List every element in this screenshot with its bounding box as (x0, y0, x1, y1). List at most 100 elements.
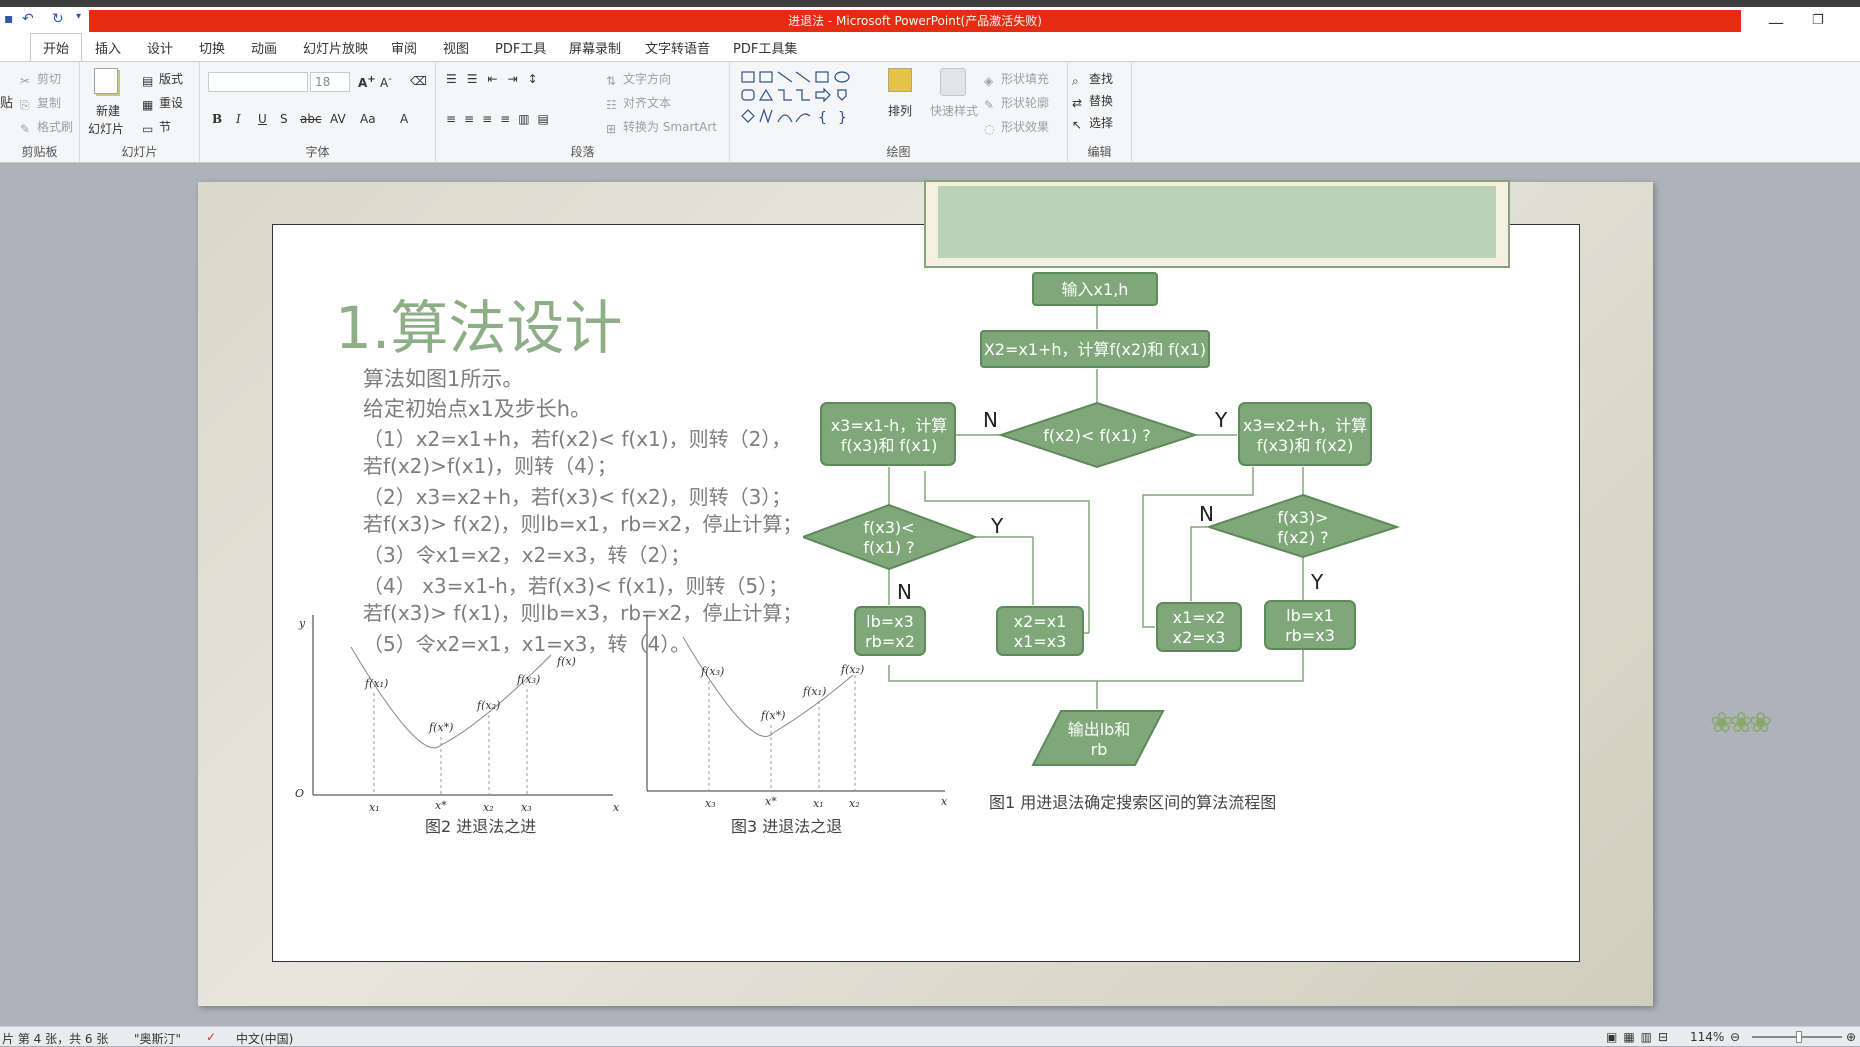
flow-input-node[interactable] (1032, 272, 1158, 306)
tab-home[interactable]: 开始 (30, 33, 83, 61)
font-size-select[interactable]: 18 (310, 72, 350, 92)
case-button[interactable]: Aa (360, 112, 376, 126)
tab-transitions[interactable]: 切换 (199, 42, 226, 57)
top-decoration (924, 180, 1510, 268)
group-slides: 新建 幻灯片 ▤版式 ▦重设 ▭节 幻灯片 (80, 62, 200, 162)
replace-button[interactable]: ⇄替换 (1072, 94, 1114, 110)
flow-step1-node[interactable] (980, 330, 1210, 368)
undo-icon[interactable]: ↶ (22, 11, 34, 27)
shapes-gallery[interactable]: {} (738, 68, 866, 128)
shadow-button[interactable]: S (280, 112, 288, 126)
flow-left-box[interactable] (820, 402, 956, 466)
copy-button[interactable]: ⎘复制 (20, 96, 62, 112)
select-button[interactable]: ↖选择 (1072, 116, 1114, 132)
slide-line-5[interactable]: （2）x3=x2+h，若f(x3)< f(x2)，则转（3）； (363, 485, 792, 509)
tab-review[interactable]: 审阅 (391, 42, 418, 57)
zoom-slider-thumb[interactable] (1796, 1031, 1802, 1043)
strike-button[interactable]: abc (300, 112, 322, 126)
new-slide-label1[interactable]: 新建 (96, 104, 121, 118)
slide-line-8[interactable]: （4） x3=x1-h，若f(x3)< f(x1)，则转（5）； (363, 574, 789, 598)
tab-screen-record[interactable]: 屏幕录制 (569, 42, 622, 57)
underline-button[interactable]: U (258, 112, 267, 126)
slide-line-6[interactable]: 若f(x3)> f(x2)，则lb=x1，rb=x2，停止计算； (363, 512, 803, 536)
zoom-in-button[interactable]: ⊕ (1846, 1030, 1857, 1044)
tab-pdf-tools[interactable]: PDF工具 (495, 42, 547, 57)
font-color-button[interactable]: A (400, 112, 409, 126)
tab-insert[interactable]: 插入 (95, 42, 122, 57)
slide-content-area[interactable]: 1.算法设计 算法如图1所示。 给定初始点x1及步长h。 （1）x2=x1+h，… (272, 224, 1580, 962)
bold-button[interactable]: B (212, 112, 223, 126)
find-button[interactable]: ⌕查找 (1072, 72, 1114, 88)
cut-button[interactable]: ✂剪切 (20, 72, 62, 88)
slide-line-1[interactable]: 算法如图1所示。 (363, 367, 524, 391)
list-buttons[interactable]: ☰☰⇤⇥↕ (446, 72, 548, 86)
slide-canvas[interactable]: 1.算法设计 算法如图1所示。 给定初始点x1及步长h。 （1）x2=x1+h，… (198, 180, 1653, 1006)
smartart-button[interactable]: ⊞转换为 SmartArt (606, 120, 717, 136)
reset-button[interactable]: ▦重设 (142, 96, 184, 112)
slide-line-3[interactable]: （1）x2=x1+h，若f(x2)< f(x1)，则转（2）， (363, 427, 792, 451)
flow-decision-left[interactable] (803, 503, 978, 571)
fig1-caption[interactable]: 图1 用进退法确定搜索区间的算法流程图 (989, 793, 1277, 812)
flow-decision-right[interactable] (1205, 493, 1401, 559)
figure-2[interactable]: y O x f(x₁) f(x*) f(x₂) f(x₃) f(x) x₁ x*… (281, 615, 641, 815)
view-buttons[interactable]: ▣▦▥⊟ (1606, 1030, 1675, 1044)
slide-title[interactable]: 1.算法设计 (335, 294, 623, 362)
align-buttons[interactable]: ≡≡≡≡▥▤ (446, 112, 557, 126)
customize-icon[interactable]: ▾ (76, 11, 82, 22)
shape-fill-button[interactable]: ◈形状填充 (984, 72, 1050, 88)
tab-animations[interactable]: 动画 (251, 42, 278, 57)
fig3-x2: x₂ (849, 797, 860, 810)
font-family-select[interactable] (208, 72, 308, 92)
tab-slideshow[interactable]: 幻灯片放映 (303, 42, 369, 57)
paste-button[interactable]: 贴 (0, 96, 14, 111)
shrink-font-icon[interactable]: A- (380, 74, 392, 90)
grow-font-icon[interactable]: A+ (358, 74, 376, 90)
arrange-button[interactable]: 排列 (888, 104, 913, 118)
flowchart[interactable]: 输入x1,h X2=x1+h，计算f(x2)和 f(x1) f(x2)< f(x… (803, 265, 1413, 785)
fig3-caption[interactable]: 图3 进退法之退 (731, 817, 843, 836)
flow-box-lb-x3[interactable] (854, 606, 926, 656)
slide-line-10[interactable]: （5）令x2=x1，x1=x3，转（4）。 (363, 632, 691, 656)
slide-line-2[interactable]: 给定初始点x1及步长h。 (363, 397, 592, 421)
fig2-caption[interactable]: 图2 进退法之进 (425, 817, 537, 836)
zoom-out-button[interactable]: ⊖ (1730, 1030, 1741, 1044)
quick-style-button[interactable]: 快速样式 (930, 104, 979, 118)
slide-line-9[interactable]: 若f(x3)> f(x1)，则lb=x3，rb=x2，停止计算； (363, 601, 803, 625)
spellcheck-icon[interactable]: ✓ (206, 1030, 217, 1044)
theme-name: "奥斯汀" (134, 1032, 182, 1046)
tab-view[interactable]: 视图 (443, 42, 470, 57)
flow-box-x2x1[interactable] (996, 606, 1084, 656)
slide-workspace[interactable]: 1.算法设计 算法如图1所示。 给定初始点x1及步长h。 （1）x2=x1+h，… (0, 164, 1860, 1026)
language[interactable]: 中文(中国) (236, 1032, 294, 1046)
minimize-button[interactable]: — (1768, 13, 1784, 32)
slide-line-4[interactable]: 若f(x2)>f(x1)，则转（4）； (363, 454, 617, 478)
text-direction-button[interactable]: ⇅文字方向 (606, 72, 672, 88)
tab-text-to-speech[interactable]: 文字转语音 (645, 42, 711, 57)
clear-format-icon[interactable]: ⌫ (410, 74, 427, 88)
slide-line-7[interactable]: （3）令x1=x2，x2=x3，转（2）； (363, 543, 691, 567)
flow-decision-1[interactable] (997, 401, 1199, 469)
figure-3[interactable]: x f(x₃) f(x*) f(x₁) f(x₂) x₃ x* x₁ x₂ (643, 615, 963, 815)
shape-outline-button[interactable]: ✎形状轮廓 (984, 96, 1050, 112)
flow-right-box[interactable] (1238, 402, 1372, 466)
tab-design[interactable]: 设计 (147, 42, 174, 57)
flow-box-lb-x1[interactable] (1264, 600, 1356, 650)
flow-output-node[interactable] (1031, 710, 1165, 766)
format-painter-button[interactable]: ✎格式刷 (20, 120, 74, 136)
save-icon[interactable]: ▪ (4, 11, 14, 27)
redo-icon[interactable]: ↻ (52, 11, 64, 27)
clipboard-group-label: 剪贴板 (21, 145, 58, 159)
shape-effect-button[interactable]: ◌形状效果 (984, 120, 1050, 136)
spacing-button[interactable]: AV (330, 112, 346, 126)
flow-box-x1x2[interactable] (1156, 602, 1242, 652)
restore-button[interactable]: ❐ (1812, 13, 1824, 28)
flow-box-lb-x1-l2: rb=x3 (1285, 626, 1335, 645)
align-text-button[interactable]: ☷对齐文本 (606, 96, 672, 112)
flow-step1-text: X2=x1+h，计算f(x2)和 f(x1) (984, 340, 1206, 359)
layout-button[interactable]: ▤版式 (142, 72, 184, 88)
section-button[interactable]: ▭节 (142, 120, 172, 136)
italic-button[interactable]: I (236, 112, 241, 126)
new-slide-label2[interactable]: 幻灯片 (88, 122, 125, 136)
zoom-level[interactable]: 114% (1690, 1030, 1725, 1044)
tab-pdf-toolkit[interactable]: PDF工具集 (733, 42, 798, 57)
